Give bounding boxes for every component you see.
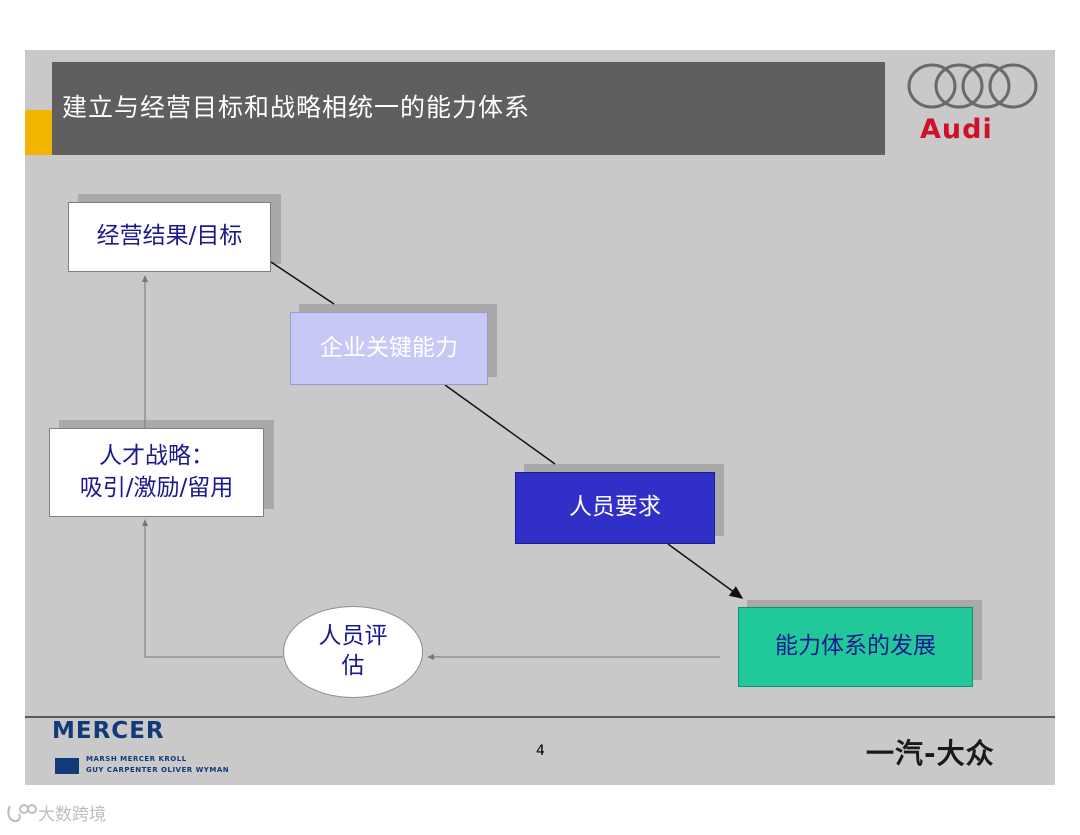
node-label: 经营结果/目标 (96, 223, 243, 250)
mercer-group-line2: GUY CARPENTER OLIVER WYMAN (86, 766, 230, 774)
audi-wordmark: Audi (920, 114, 993, 145)
mercer-logo-text: MERCER (52, 718, 165, 744)
header-bar (52, 62, 885, 155)
node-label: 企业关键能力 (320, 334, 458, 361)
node-label: 人员要求 (569, 494, 661, 521)
node-business-results: 经营结果/目标 (68, 202, 271, 272)
node-people-requirements: 人员要求 (515, 472, 715, 544)
mercer-emblem-icon (55, 758, 79, 774)
page-number: 4 (536, 743, 545, 759)
node-label-line2: 吸引/激励/留用 (79, 474, 234, 501)
header-accent (25, 110, 57, 155)
node-people-evaluation: 人员评 估 (283, 606, 423, 698)
footer-divider (25, 716, 1055, 718)
node-label: 能力体系的发展 (775, 633, 936, 660)
node-label-line2: 估 (341, 653, 365, 679)
watermark: 大数跨境 (6, 800, 106, 825)
mercer-group-line1: MARSH MERCER KROLL (86, 755, 187, 763)
node-label-line1: 人员评 (318, 623, 388, 650)
watermark-icon (7, 803, 37, 822)
watermark-text: 大数跨境 (38, 805, 106, 825)
node-core-capability: 企业关键能力 (290, 312, 488, 385)
node-talent-strategy: 人才战略： 吸引/激励/留用 (49, 428, 264, 517)
node-label-line1: 人才战略： (99, 443, 214, 470)
slide-title: 建立与经营目标和战略相统一的能力体系 (62, 93, 531, 122)
faw-vw-logo-text: 一汽-大众 (866, 737, 995, 770)
audi-rings-logo (907, 63, 1038, 109)
node-capability-development: 能力体系的发展 (738, 607, 973, 687)
